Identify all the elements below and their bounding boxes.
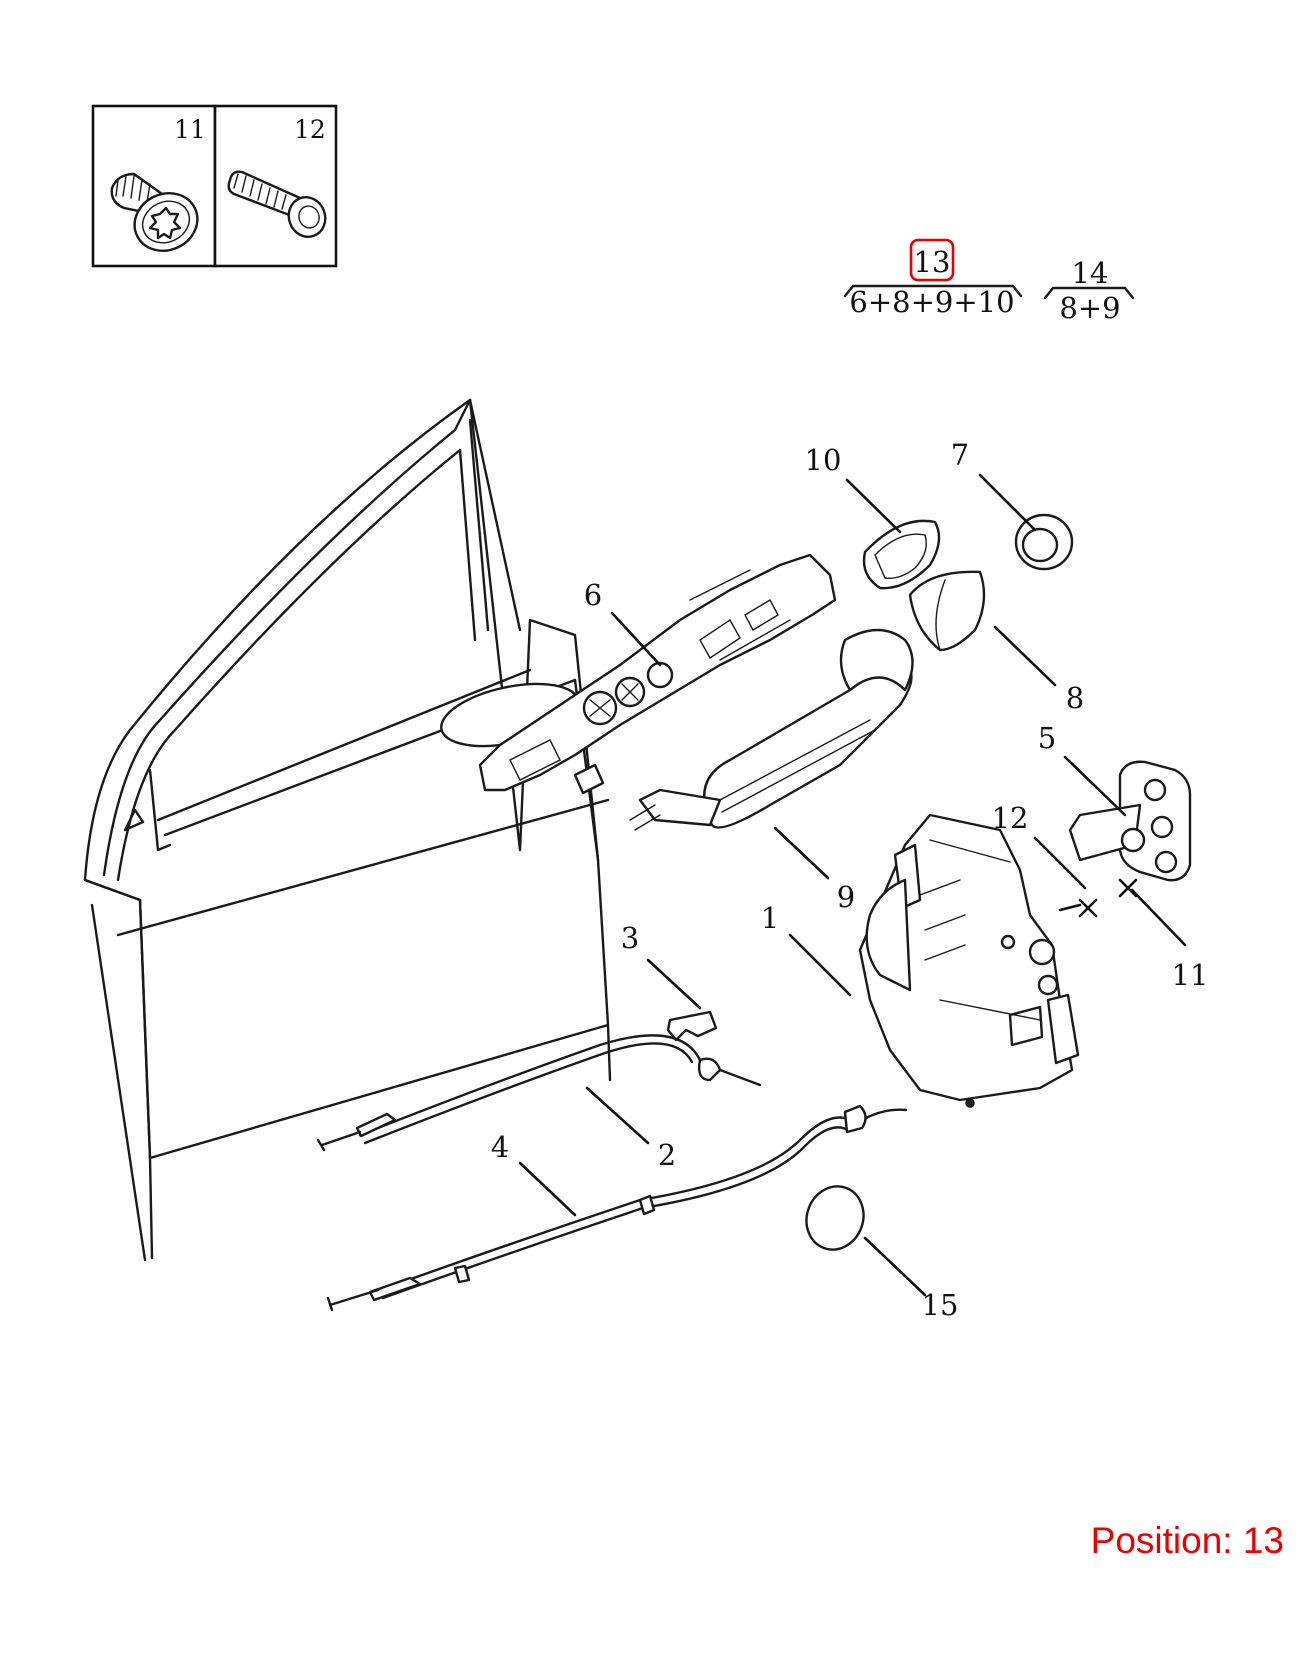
kit-14-contents: 8+9	[1059, 291, 1120, 325]
handle-carrier-part-6	[478, 553, 837, 795]
position-label: Position: 13	[1090, 1520, 1284, 1561]
gasket-part-10	[862, 519, 941, 590]
callout-9: 9	[837, 880, 855, 914]
screw-11-icon	[110, 172, 199, 252]
callout-4: 4	[491, 1130, 509, 1164]
cap-part-8	[908, 570, 986, 652]
cable-part-2	[316, 1034, 762, 1152]
callout-15: 15	[922, 1288, 959, 1322]
callout-6: 6	[584, 578, 602, 612]
callout-7: 7	[951, 438, 969, 472]
callout-1: 1	[761, 901, 779, 935]
fastener-inset: 11 12	[91, 104, 338, 268]
callout-8: 8	[1066, 681, 1084, 715]
kit-13-contents: 6+8+9+10	[849, 285, 1014, 319]
kit-14-number: 14	[1072, 256, 1109, 290]
lock-part-1	[858, 813, 1080, 1108]
clip-part-3	[666, 1010, 718, 1042]
door-outline	[83, 398, 612, 1262]
callout-10: 10	[805, 443, 842, 477]
ring-part-7	[1014, 513, 1074, 571]
kit-13-number: 13	[914, 245, 951, 279]
callouts: 1 2 3 4 5 6 7 8 9 10 11 12	[491, 438, 1209, 1322]
cable-part-4	[326, 1104, 908, 1312]
callout-5: 5	[1038, 721, 1056, 755]
kit-13-highlight	[909, 238, 955, 282]
screw-12-icon	[227, 170, 327, 238]
kit-13[interactable]: 13 6+8+9+10	[843, 238, 1023, 319]
callout-12: 12	[992, 801, 1029, 835]
inset-label-12: 12	[294, 115, 326, 144]
callout-2: 2	[658, 1138, 676, 1172]
kit-14[interactable]: 14 8+9	[1043, 256, 1135, 325]
callout-11: 11	[1172, 958, 1209, 992]
inset-label-11: 11	[174, 115, 206, 144]
callout-3: 3	[621, 921, 639, 955]
o-ring-part-15	[805, 1185, 865, 1251]
striker-part-5	[1068, 760, 1192, 882]
outer-handle-part-9	[629, 628, 914, 831]
